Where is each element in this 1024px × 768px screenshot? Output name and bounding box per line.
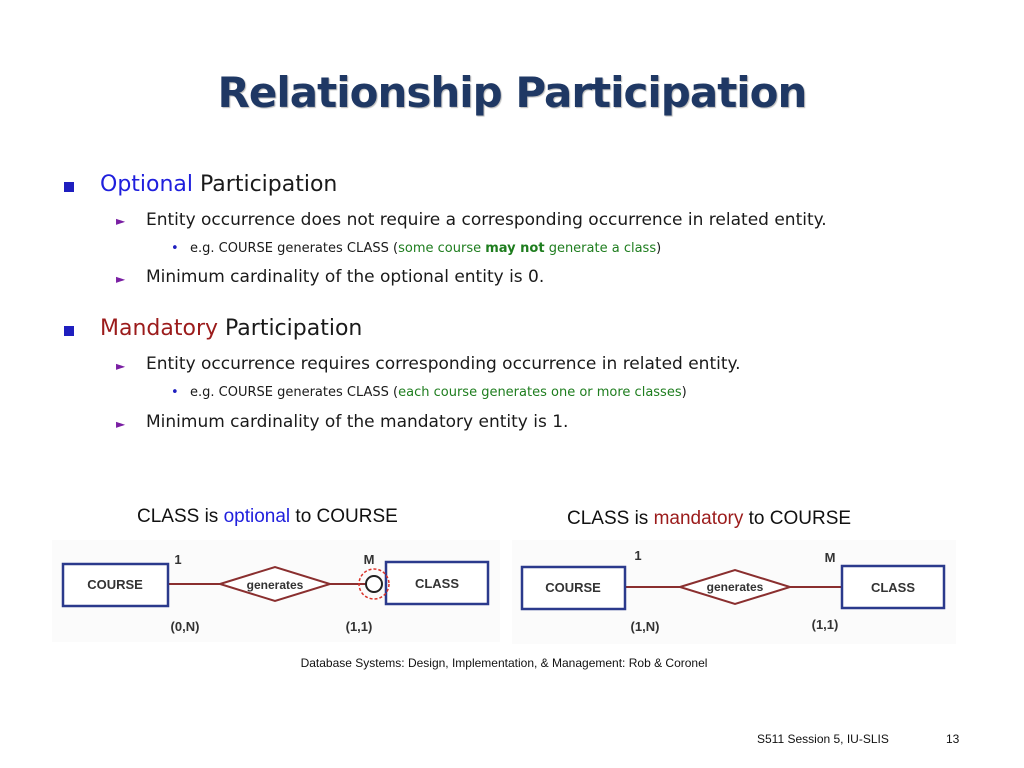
entity-course bbox=[520, 565, 627, 611]
example-prefix: e.g. COURSE generates CLASS ( bbox=[190, 241, 399, 256]
dot-bullet-icon: • bbox=[171, 385, 179, 400]
connectivity-right: (1,1) bbox=[346, 619, 373, 634]
caption-suffix: to COURSE bbox=[743, 508, 852, 529]
dot-bullet-icon: • bbox=[171, 241, 179, 256]
heading-rest: Participation bbox=[193, 172, 338, 197]
source-credit: Database Systems: Design, Implementation… bbox=[300, 656, 708, 670]
relationship-diamond bbox=[676, 568, 794, 606]
example-green-1: each course generates one or more classe… bbox=[398, 385, 682, 400]
relationship-label: generates bbox=[247, 578, 304, 592]
mandatory-keyword: Mandatory bbox=[100, 316, 219, 341]
mandatory-subpoint-2: Minimum cardinality of the mandatory ent… bbox=[146, 412, 569, 432]
cardinality-right: M bbox=[364, 552, 375, 567]
square-bullet-icon bbox=[64, 326, 74, 336]
relationship-label: generates bbox=[707, 580, 764, 594]
entity-class bbox=[840, 564, 946, 610]
heading-rest: Participation bbox=[218, 316, 363, 341]
caption-prefix: CLASS is bbox=[137, 506, 224, 527]
optional-subpoint-2: Minimum cardinality of the optional enti… bbox=[146, 267, 545, 287]
caption-suffix: to COURSE bbox=[290, 506, 398, 527]
optional-heading: Optional Participation bbox=[100, 172, 337, 197]
mandatory-subpoint-1: Entity occurrence requires corresponding… bbox=[146, 354, 741, 374]
left-diagram-caption: CLASS is optional to COURSE bbox=[137, 506, 398, 528]
slide-title: Relationship Participation bbox=[217, 68, 808, 117]
connectivity-left: (1,N) bbox=[631, 619, 660, 634]
entity-class bbox=[384, 560, 490, 606]
optional-example: e.g. COURSE generates CLASS (some course… bbox=[190, 241, 661, 256]
example-suffix: ) bbox=[656, 241, 662, 256]
footer-session: S511 Session 5, IU-SLIS bbox=[757, 732, 889, 746]
example-green-2: generate a class bbox=[544, 241, 657, 256]
triangle-bullet-icon: ► bbox=[116, 417, 126, 431]
mandatory-heading: Mandatory Participation bbox=[100, 316, 362, 341]
highlight-ring-icon bbox=[358, 568, 390, 600]
optional-keyword: Optional bbox=[100, 172, 194, 197]
connectivity-right: (1,1) bbox=[812, 617, 839, 632]
entity-right-label: CLASS bbox=[415, 576, 459, 591]
caption-mandatory: mandatory bbox=[653, 508, 744, 529]
example-bold: may not bbox=[485, 241, 545, 256]
er-diagram-mandatory: COURSE generates CLASS 1 M (1,N) (1,1) bbox=[512, 540, 956, 644]
example-suffix: ) bbox=[681, 385, 687, 400]
optional-circle-icon bbox=[365, 575, 383, 593]
entity-course bbox=[61, 562, 170, 608]
optional-subpoint-1: Entity occurrence does not require a cor… bbox=[146, 210, 827, 230]
square-bullet-icon bbox=[64, 182, 74, 192]
triangle-bullet-icon: ► bbox=[116, 359, 126, 373]
connectivity-left: (0,N) bbox=[171, 619, 200, 634]
mandatory-example: e.g. COURSE generates CLASS (each course… bbox=[190, 385, 687, 400]
cardinality-left: 1 bbox=[634, 548, 641, 563]
er-diagram-optional: COURSE generates CLASS 1 M (0,N) (1,1) bbox=[52, 540, 500, 642]
triangle-bullet-icon: ► bbox=[116, 214, 126, 228]
example-green-1: some course bbox=[398, 241, 486, 256]
example-prefix: e.g. COURSE generates CLASS ( bbox=[190, 385, 399, 400]
entity-left-label: COURSE bbox=[87, 577, 143, 592]
cardinality-right: M bbox=[825, 550, 836, 565]
cardinality-left: 1 bbox=[174, 552, 181, 567]
relationship-diamond bbox=[216, 565, 334, 603]
entity-left-label: COURSE bbox=[545, 580, 601, 595]
triangle-bullet-icon: ► bbox=[116, 272, 126, 286]
caption-optional: optional bbox=[223, 506, 291, 527]
right-diagram-caption: CLASS is mandatory to COURSE bbox=[567, 508, 851, 530]
entity-right-label: CLASS bbox=[871, 580, 915, 595]
page-number: 13 bbox=[946, 732, 960, 746]
caption-prefix: CLASS is bbox=[567, 508, 654, 529]
